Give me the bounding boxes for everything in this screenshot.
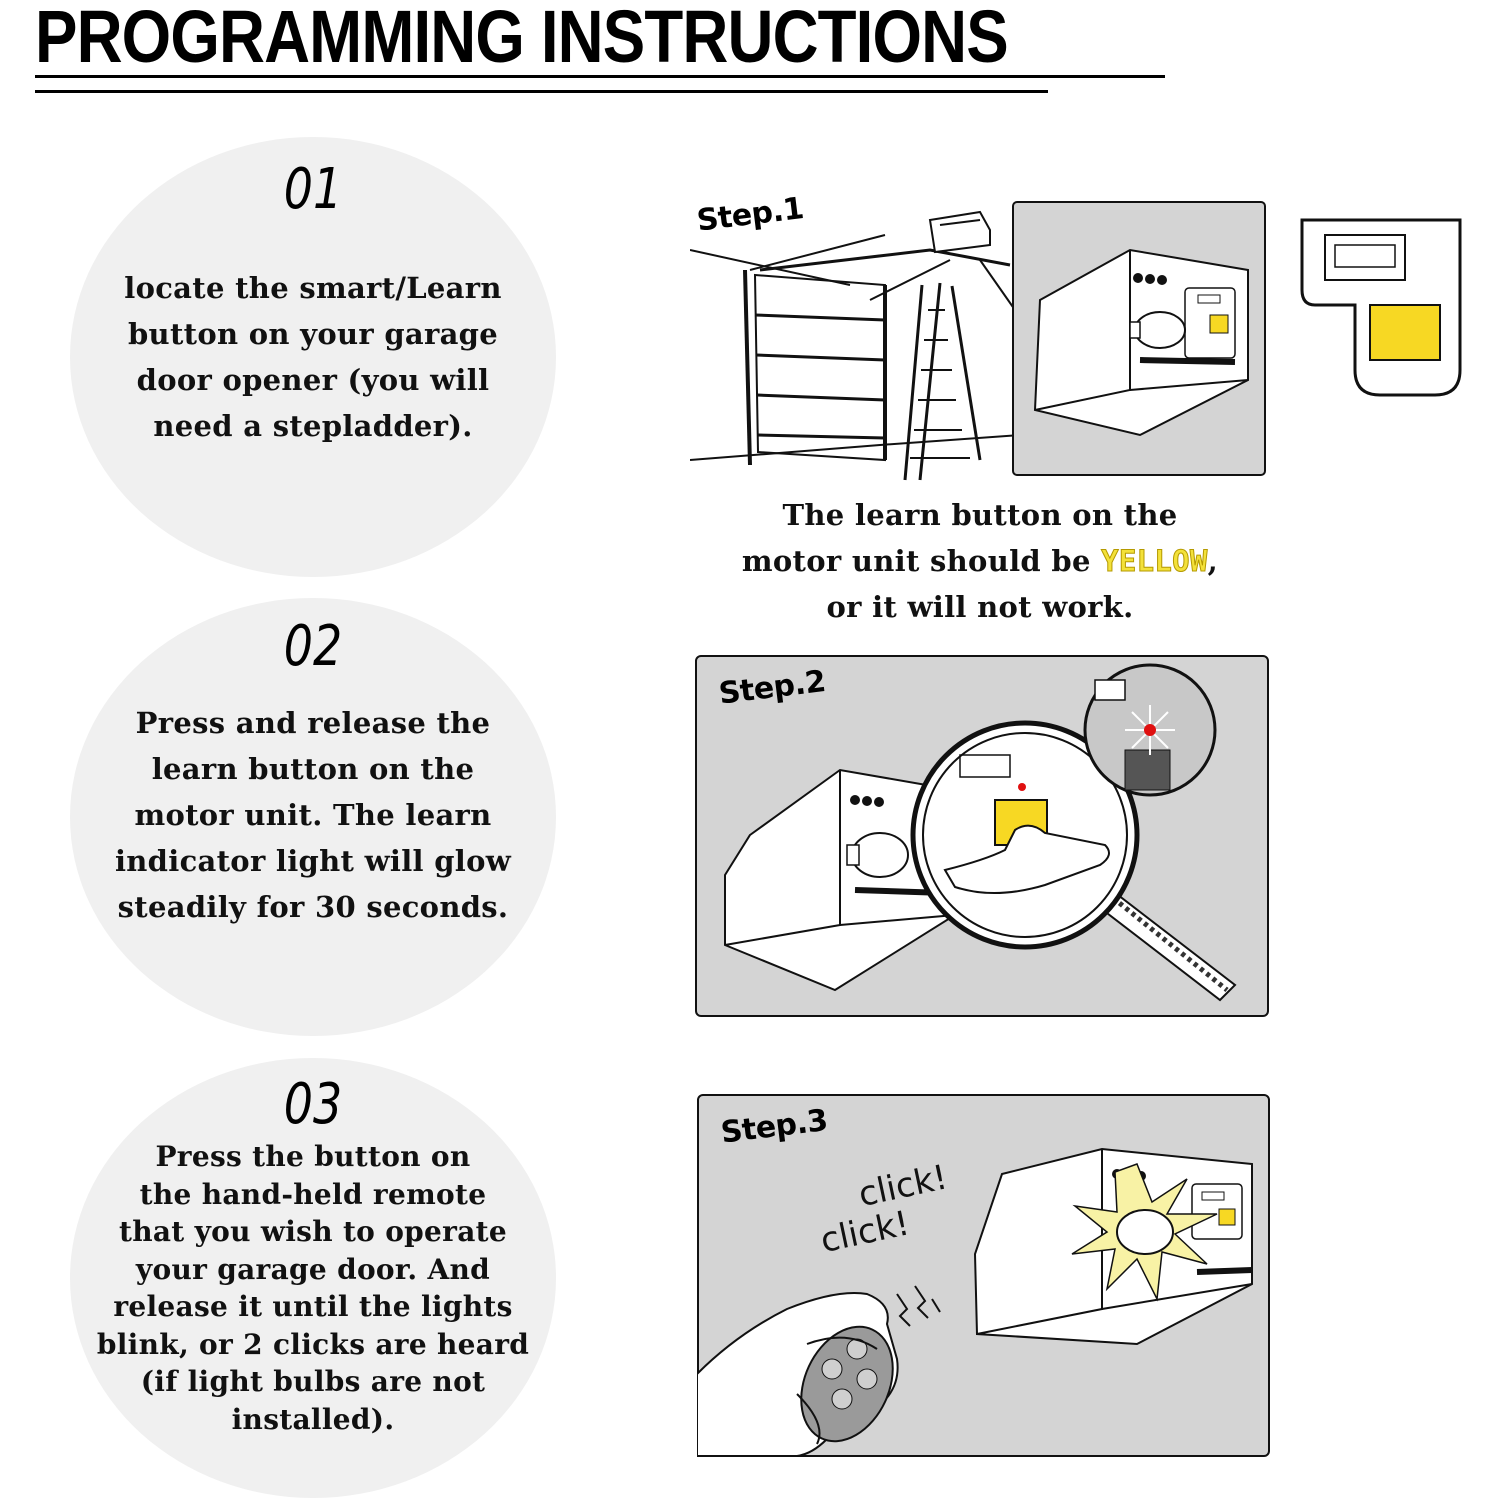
step-1-illustration: Step.1 <box>690 190 1480 490</box>
step-02-number: 02 <box>283 614 343 679</box>
title-underline-long <box>35 75 1165 78</box>
caption-line-2-end: , <box>1207 544 1219 578</box>
step-03-circle: 03 Press the button on the hand-held rem… <box>70 1058 556 1498</box>
step-01-circle: 01 locate the smart/Learn button on your… <box>70 137 556 577</box>
step-03-text: Press the button on the hand-held remote… <box>96 1140 530 1436</box>
learn-button-caption: The learn button on the motor unit shoul… <box>700 492 1260 630</box>
garage-ladder-drawing <box>690 201 1462 481</box>
step-03-number: 03 <box>283 1072 343 1137</box>
step-2-illustration: Step.2 <box>695 655 1269 1017</box>
step-02-text: Press and release the learn button on th… <box>114 706 512 924</box>
step-02-circle: 02 Press and release the learn button on… <box>70 598 556 1036</box>
caption-line-3: or it will not work. <box>826 590 1134 624</box>
page-title: PROGRAMMING INSTRUCTIONS <box>35 0 1009 78</box>
step-01-text: locate the smart/Learn button on your ga… <box>124 271 502 443</box>
title-underline-short <box>35 90 1048 93</box>
remote-click-drawing <box>697 1094 1270 1457</box>
step-01-number: 01 <box>283 157 343 222</box>
magnifier-press-drawing <box>695 655 1269 1017</box>
caption-line-2: motor unit should be YELLOW, <box>700 538 1260 584</box>
caption-line-2-start: motor unit should be <box>741 544 1102 578</box>
caption-line-1: The learn button on the <box>782 498 1178 532</box>
caption-yellow-highlight: YELLOW <box>1101 544 1208 579</box>
step-3-illustration: Step.3 click! click! <box>697 1094 1270 1457</box>
